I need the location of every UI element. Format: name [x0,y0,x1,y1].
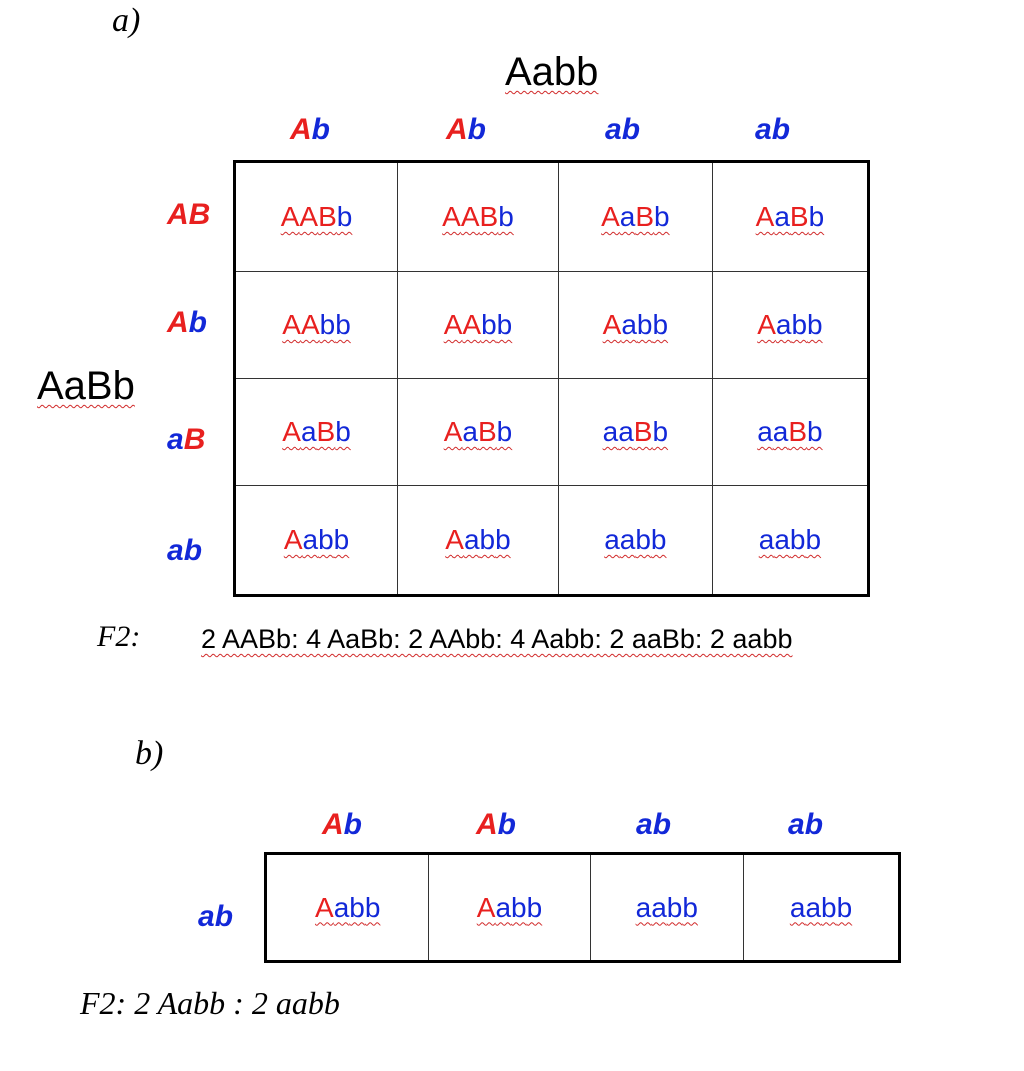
offspring-genotype: AaBb [233,377,399,486]
offspring-genotype: AAbb [233,271,399,379]
side-gamete: ab [167,534,203,567]
offspring-genotype: AABb [397,160,559,273]
top-gamete: Ab [290,113,330,146]
offspring-genotype: AaBb [397,377,559,486]
top-gamete: Ab [476,808,516,841]
offspring-genotype: aabb [743,853,900,962]
offspring-genotype: Aabb [233,484,399,597]
offspring-genotype: Aabb [711,271,870,379]
top-gamete: ab [755,113,791,146]
side-gamete: AB [167,198,211,231]
offspring-genotype: Aabb [264,853,430,962]
f2-label-a: F2: [97,620,141,653]
top-gamete: ab [636,808,672,841]
top-gamete: ab [788,808,824,841]
offspring-genotype: Aabb [557,271,713,379]
offspring-genotype: aabb [557,484,713,597]
offspring-genotype: AaBb [711,160,870,273]
part-b-label: b) [135,735,164,772]
offspring-genotype: aabb [589,853,745,962]
side-gamete: ab [198,900,234,933]
f2-ratio-a: 2 AABb: 4 AaBb: 2 AAbb: 4 Aabb: 2 aaBb: … [201,624,793,654]
offspring-genotype: aaBb [557,377,713,486]
f2-ratio-b: F2: 2 Aabb : 2 aabb [80,985,340,1021]
offspring-genotype: AaBb [557,160,713,273]
top-gamete: Ab [322,808,362,841]
side-parent-genotype: AaBb [37,364,135,408]
offspring-genotype: AABb [233,160,399,273]
side-gamete: Ab [167,306,207,339]
top-gamete: Ab [446,113,486,146]
offspring-genotype: AAbb [397,271,559,379]
top-gamete: ab [605,113,641,146]
top-parent-genotype: Aabb [505,50,599,94]
offspring-genotype: Aabb [428,853,591,962]
side-gamete: aB [167,423,206,456]
part-a-label: a) [112,2,141,39]
offspring-genotype: aabb [711,484,870,597]
offspring-genotype: aaBb [711,377,870,486]
offspring-genotype: Aabb [397,484,559,597]
